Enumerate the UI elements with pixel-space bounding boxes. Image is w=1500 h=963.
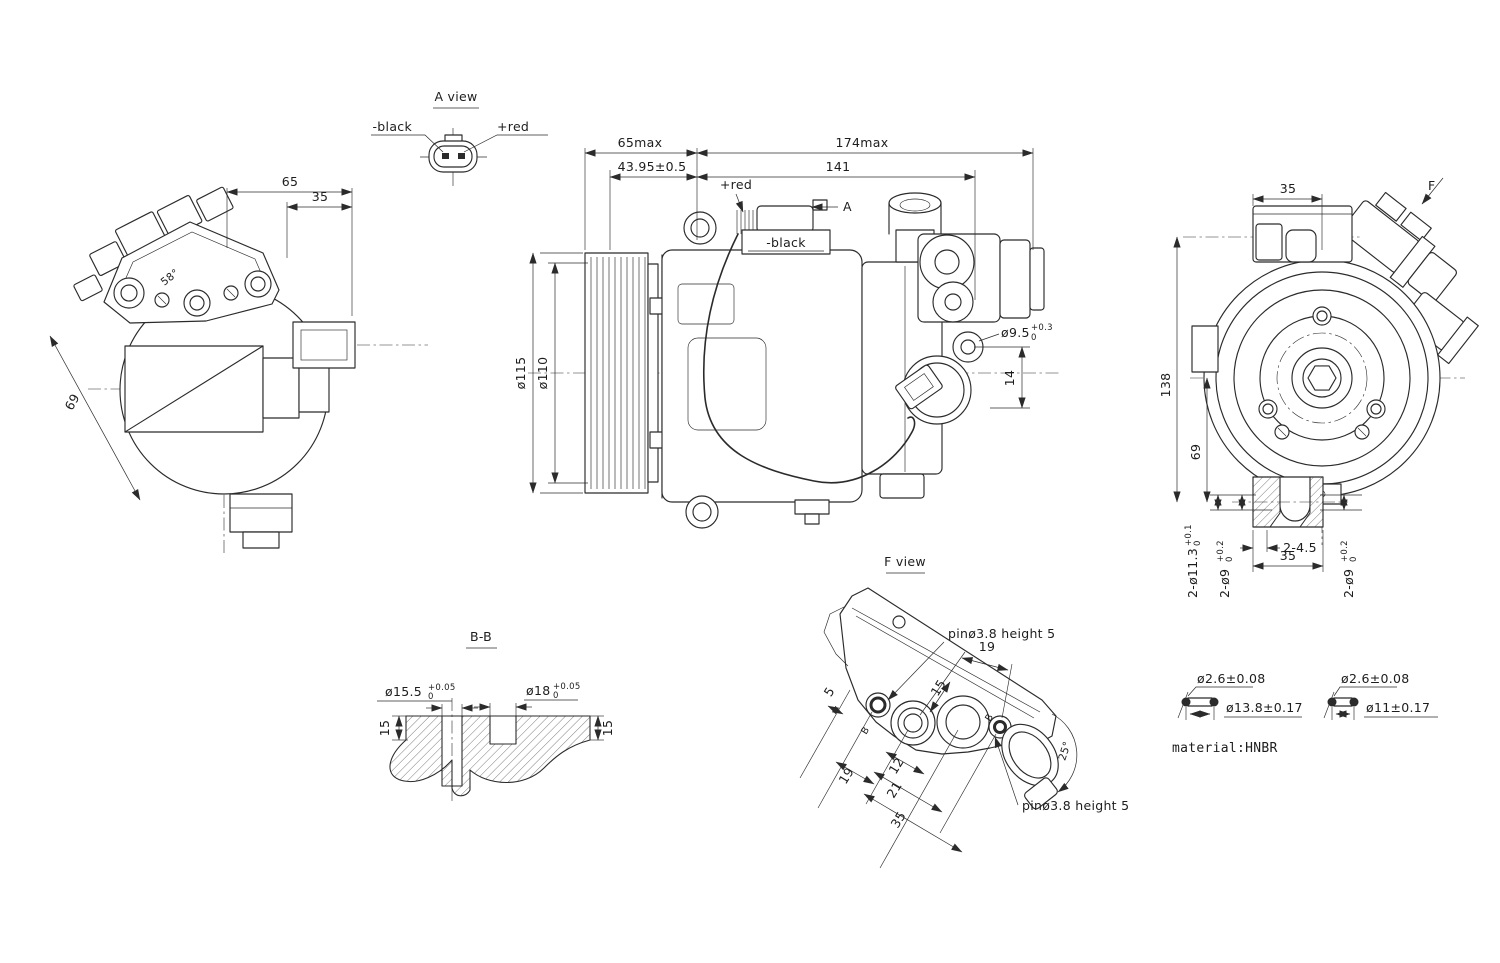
front-dim-138: 138 xyxy=(1158,373,1173,398)
f-dim-15: 15 xyxy=(927,677,948,699)
a-view-black-label: -black xyxy=(373,119,413,134)
front-holes-9-left-tol-up: +0.2 xyxy=(1216,540,1226,562)
f-dim-19-bottom: 19 xyxy=(835,765,856,787)
center-hole-dia: ø9.5 xyxy=(1001,325,1030,340)
front-holes-9-right: 2-ø9 xyxy=(1341,569,1356,598)
center-hole-tol-up: +0.3 xyxy=(1031,323,1053,333)
center-dim-174max: 174max xyxy=(836,135,889,150)
front-holes-9-left: 2-ø9 xyxy=(1217,569,1232,598)
left-dim-69: 69 xyxy=(62,391,83,413)
center-dia-110: ø110 xyxy=(535,357,550,390)
front-holes-9-right-tol-dn: 0 xyxy=(1349,556,1359,562)
f-dim-12: 12 xyxy=(885,755,906,777)
center-red-label: +red xyxy=(720,177,752,192)
oring-large-cs: ø2.6±0.08 xyxy=(1197,671,1266,686)
main-side-view: +red -black A 65max 174max 43.95±0.5 141… xyxy=(513,135,1060,529)
bb-bore-18-tol-up: +0.05 xyxy=(553,682,581,692)
bb-depth-right: 15 xyxy=(600,720,615,737)
oring-detail-large: ø2.6±0.08 ø13.8±0.17 xyxy=(1177,671,1303,720)
front-holes-113-tol-up: +0.1 xyxy=(1184,524,1194,546)
a-view-title: A view xyxy=(434,89,477,104)
f-section-marker-b2: B xyxy=(983,712,996,724)
left-dim-35: 35 xyxy=(312,189,329,204)
f-pin-label-top: pinø3.8 height 5 xyxy=(948,626,1055,641)
f-angle-25: 25° xyxy=(1056,740,1073,762)
front-holes-9-right-tol-up: +0.2 xyxy=(1340,540,1350,562)
left-dim-65: 65 xyxy=(282,174,299,189)
bb-bore-18: ø18 xyxy=(526,683,550,698)
f-view-title: F view xyxy=(884,554,926,569)
center-dim-14: 14 xyxy=(1002,370,1017,387)
center-black-label: -black xyxy=(766,235,806,250)
front-holes-113: 2-ø11.3 xyxy=(1185,548,1200,598)
section-b-b: B-B ø15.5 +0.05 0 ø18 +0.05 0 15 15 xyxy=(377,629,615,802)
bb-depth-left: 15 xyxy=(377,720,392,737)
bb-bore-155-tol-dn: 0 xyxy=(428,692,434,702)
a-view: A view -black +red xyxy=(371,89,548,186)
oring-detail-small: ø2.6±0.08 ø11±0.17 xyxy=(1323,671,1438,720)
f-section-marker-b1: B xyxy=(859,725,872,737)
front-view: 35 F 138 69 2-ø11.3 +0.1 0 2-ø9 +0.2 0 2… xyxy=(1158,177,1479,598)
a-view-red-label: +red xyxy=(497,119,529,134)
front-view-arrow-f: F xyxy=(1428,178,1436,193)
center-hole-tol-dn: 0 xyxy=(1031,333,1037,343)
front-dim-35-bottom: 35 xyxy=(1280,548,1297,563)
front-holes-9-left-tol-dn: 0 xyxy=(1225,556,1235,562)
material-note: material:HNBR xyxy=(1172,741,1278,756)
f-dim-19-top: 19 xyxy=(979,639,996,654)
oring-small-dia: ø11±0.17 xyxy=(1366,700,1430,715)
front-dim-69: 69 xyxy=(1188,444,1203,461)
oring-large-dia: ø13.8±0.17 xyxy=(1226,700,1303,715)
bb-title: B-B xyxy=(470,629,492,644)
center-dia-115: ø115 xyxy=(513,357,528,390)
f-pin-label-bottom: pinø3.8 height 5 xyxy=(1022,798,1129,813)
oring-small-cs: ø2.6±0.08 xyxy=(1341,671,1410,686)
f-dim-21: 21 xyxy=(883,779,904,801)
center-dim-141: 141 xyxy=(826,159,851,174)
f-view: F view 19 15 5 12 21 35 19 pinø3.8 heigh… xyxy=(799,554,1129,869)
bb-bore-18-tol-dn: 0 xyxy=(553,691,559,701)
front-dim-2-45: 2-4.5 xyxy=(1283,540,1317,555)
f-dim-5: 5 xyxy=(821,684,838,699)
bb-bore-155-tol-up: +0.05 xyxy=(428,683,456,693)
left-side-view: 65 35 58° 69 xyxy=(49,174,428,556)
front-holes-113-tol-dn: 0 xyxy=(1193,540,1203,546)
center-dim-65max: 65max xyxy=(618,135,663,150)
f-dim-35: 35 xyxy=(887,809,908,831)
bb-bore-155: ø15.5 xyxy=(385,684,422,699)
center-view-arrow-a: A xyxy=(843,199,852,214)
center-dim-4395: 43.95±0.5 xyxy=(618,159,687,174)
front-dim-35-top: 35 xyxy=(1280,181,1297,196)
